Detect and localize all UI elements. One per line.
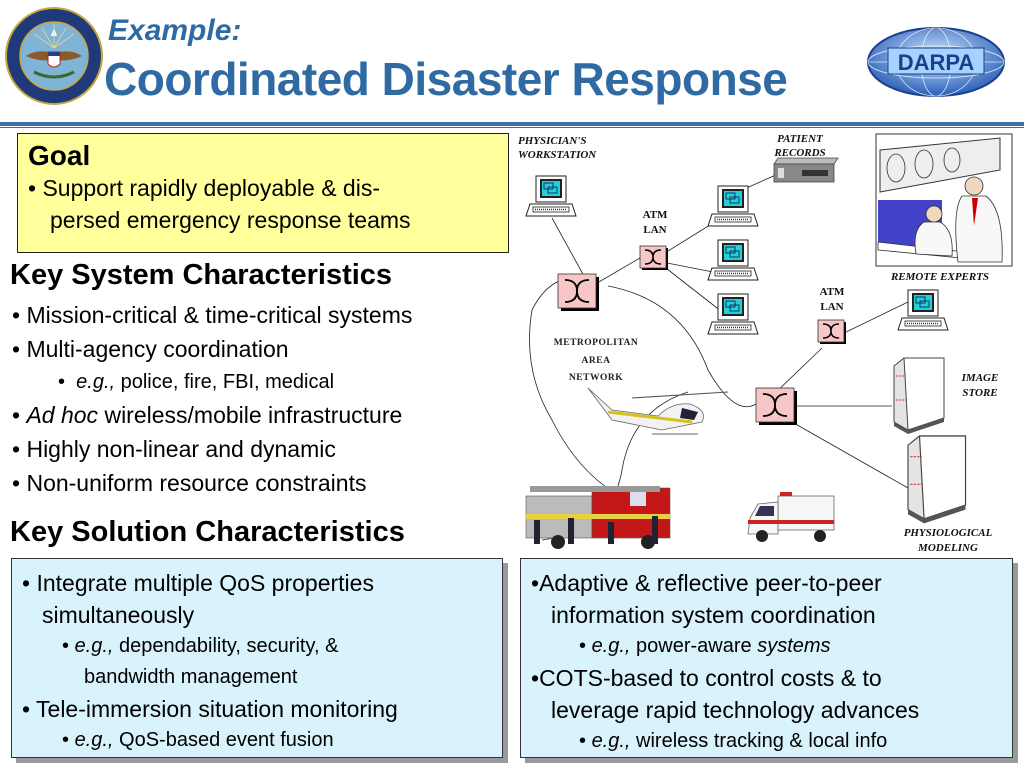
emphasis: e.g., (74, 729, 114, 751)
solution-subbullet: • e.g., wireless tracking & local info (579, 730, 888, 752)
remote-experts-illustration (875, 133, 1013, 267)
slide-title: Coordinated Disaster Response (104, 53, 788, 105)
item-text: Highly non-linear and dynamic (26, 436, 336, 462)
solution-subbullet: • e.g., QoS-based event fusion (62, 729, 334, 751)
label-atm-lan: ATM (820, 286, 845, 298)
slide-subtitle: Example: (108, 14, 242, 47)
bullet: • (12, 302, 21, 328)
workstation-icon (707, 185, 759, 227)
network-diagram: PHYSICIAN'S WORKSTATION PATIENT RECORDS … (518, 133, 1013, 554)
label-atm-lan: LAN (820, 301, 843, 313)
solution-bullet: • Integrate multiple QoS properties (22, 570, 374, 596)
label-patient-records: PATIENT (777, 133, 824, 145)
subbullet-text: power-aware (630, 635, 758, 657)
solution-subbullet: • e.g., dependability, security, & (62, 635, 339, 657)
solution-subbullet: • e.g., power-aware systems (579, 635, 831, 657)
label-atm-lan: LAN (643, 224, 666, 236)
emphasis: e.g., (591, 730, 631, 752)
subbullet-text: dependability, security, & (113, 635, 339, 657)
workstation-icon (707, 293, 759, 335)
bullet: • (12, 402, 21, 428)
goal-title: Goal (28, 140, 91, 171)
solution-box-left: • Integrate multiple QoS properties simu… (11, 558, 503, 758)
system-item: • Mission-critical & time-critical syste… (12, 302, 412, 329)
fire-truck-icon (525, 486, 671, 549)
label-metropolitan-area-network: METROPOLITAN (554, 338, 638, 348)
bullet-text: Tele-immersion situation monitoring (36, 696, 398, 722)
item-text: Mission-critical & time-critical systems (26, 302, 413, 328)
label-metropolitan-area-network: AREA (582, 356, 611, 366)
solution-bullet: •Adaptive & reflective peer-to-peer (531, 570, 882, 596)
item-text: police, fire, FBI, medical (115, 371, 335, 393)
label-remote-experts: REMOTE EXPERTS (890, 271, 989, 283)
goal-box: Goal • Support rapidly deployable & dis-… (17, 133, 509, 253)
physiological-modeling-server-icon (907, 435, 967, 524)
label-image-store: IMAGE (961, 372, 999, 384)
workstation-icon (707, 239, 759, 281)
emphasis: e.g., (76, 371, 116, 393)
solution-bullet-cont: simultaneously (42, 602, 195, 628)
emphasis: e.g., (74, 635, 114, 657)
solution-bullet: •COTS-based to control costs & to (531, 665, 882, 691)
bullet-text: Adaptive & reflective peer-to-peer (539, 570, 882, 596)
ambulance-icon (747, 492, 835, 542)
bullet-text: COTS-based to control costs & to (539, 665, 882, 691)
label-physician-workstation: PHYSICIAN'S (518, 135, 586, 147)
label-physiological-modeling: MODELING (917, 542, 978, 554)
solution-box-right: •Adaptive & reflective peer-to-peer info… (520, 558, 1013, 758)
metro-switch-icon (755, 387, 798, 426)
item-text: wireless/mobile infrastructure (98, 402, 403, 428)
emphasis: e.g., (591, 635, 631, 657)
darpa-logo: DARPA (867, 27, 1005, 97)
bullet: • (58, 371, 66, 393)
solution-characteristics-heading: Key Solution Characteristics (10, 516, 405, 548)
metro-switch-icon (557, 273, 600, 312)
goal-text-1: Support rapidly deployable & dis- (42, 175, 380, 201)
system-subitem: • e.g., police, fire, FBI, medical (58, 371, 334, 394)
atm-switch-icon (817, 319, 847, 345)
bullet: • (28, 175, 37, 201)
label-image-store: STORE (962, 387, 997, 399)
solution-bullet-cont: information system coordination (551, 602, 876, 628)
bullet: • (12, 470, 21, 496)
subbullet-text: wireless tracking & local info (630, 730, 888, 752)
physician-workstation-icon (525, 175, 577, 217)
patient-records-server-icon (773, 157, 839, 183)
image-store-server-icon (893, 357, 945, 435)
remote-expert-workstation-icon (897, 289, 949, 331)
system-item: • Ad hoc wireless/mobile infrastructure (12, 402, 402, 429)
header-divider (0, 122, 1024, 129)
label-patient-records: RECORDS (773, 147, 825, 159)
system-characteristics-heading: Key System Characteristics (10, 259, 393, 291)
solution-bullet-cont: leverage rapid technology advances (551, 697, 920, 723)
item-text: Multi-agency coordination (26, 336, 289, 362)
bullet: • (12, 336, 21, 362)
atm-switch-icon (639, 245, 669, 271)
solution-bullet: • Tele-immersion situation monitoring (22, 696, 398, 722)
solution-subbullet-cont: bandwidth management (84, 666, 298, 688)
label-atm-lan: ATM (643, 209, 668, 221)
item-text: Non-uniform resource constraints (26, 470, 367, 496)
label-physiological-modeling: PHYSIOLOGICAL (904, 527, 993, 539)
bullet-text: Integrate multiple QoS properties (36, 570, 374, 596)
system-item: • Multi-agency coordination (12, 336, 289, 363)
label-physician-workstation: WORKSTATION (518, 149, 597, 161)
label-metropolitan-area-network: NETWORK (569, 373, 623, 383)
emphasis: systems (757, 635, 831, 657)
system-item: • Non-uniform resource constraints (12, 470, 366, 497)
goal-bullet-line-2: persed emergency response teams (50, 207, 411, 233)
dod-seal-logo (5, 7, 103, 105)
bullet: • (12, 436, 21, 462)
system-item: • Highly non-linear and dynamic (12, 436, 336, 463)
helicopter-icon (587, 387, 729, 435)
darpa-logo-text: DARPA (898, 50, 975, 75)
emphasis: Ad hoc (26, 402, 99, 428)
subbullet-text: QoS-based event fusion (113, 729, 334, 751)
goal-bullet-line-1: • Support rapidly deployable & dis- (28, 172, 498, 204)
